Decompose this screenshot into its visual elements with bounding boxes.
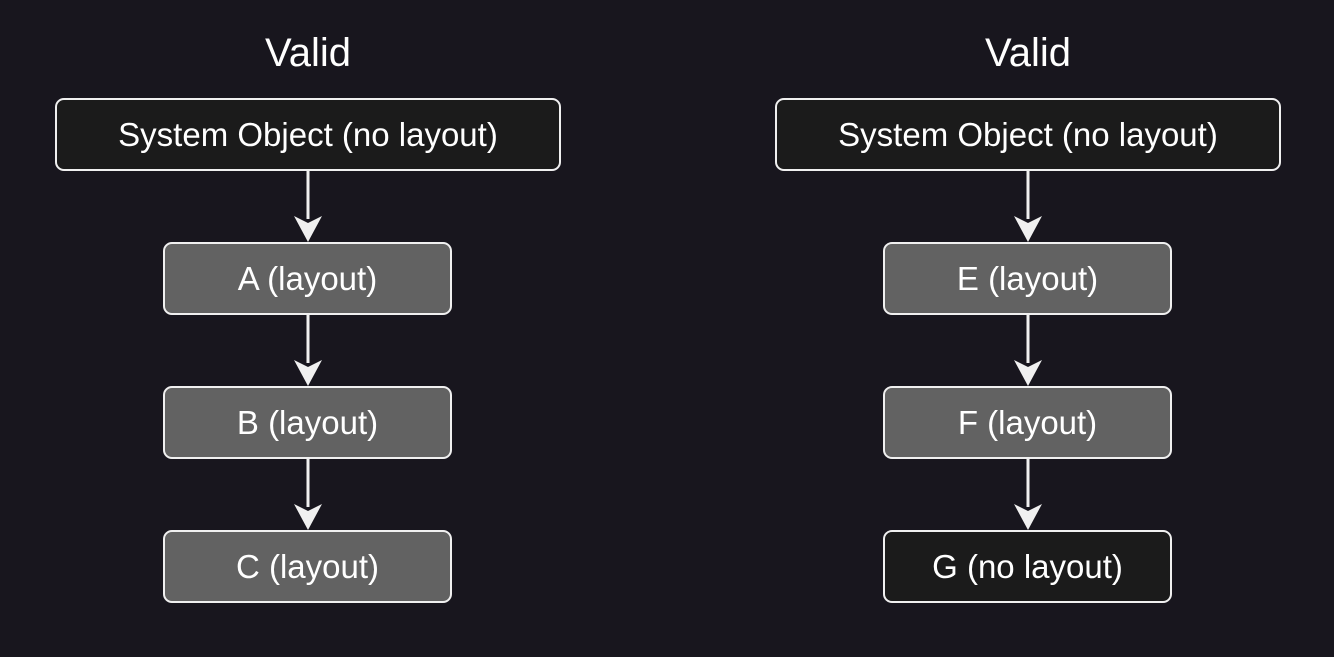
left-arrow-b-to-c <box>294 459 322 530</box>
left-node-system-object: System Object (no layout) <box>55 98 561 171</box>
left-node-a: A (layout) <box>163 242 452 315</box>
node-label: System Object (no layout) <box>118 115 498 153</box>
node-label: G (no layout) <box>932 547 1123 585</box>
node-label: System Object (no layout) <box>838 115 1218 153</box>
left-arrow-a-to-b <box>294 315 322 386</box>
right-arrow-e-to-f <box>1014 315 1042 386</box>
node-label: A (layout) <box>237 259 378 297</box>
node-label: F (layout) <box>957 403 1098 441</box>
node-label: E (layout) <box>956 259 1099 297</box>
right-node-e: E (layout) <box>883 242 1172 315</box>
right-arrow-f-to-g <box>1014 459 1042 530</box>
node-label: B (layout) <box>236 403 379 441</box>
left-node-b: B (layout) <box>163 386 452 459</box>
right-node-system-object: System Object (no layout) <box>775 98 1281 171</box>
right-column-title: Valid <box>985 31 1071 75</box>
right-node-f: F (layout) <box>883 386 1172 459</box>
node-label: C (layout) <box>235 547 380 585</box>
left-node-c: C (layout) <box>163 530 452 603</box>
right-arrow-system-to-e <box>1014 171 1042 242</box>
right-node-g: G (no layout) <box>883 530 1172 603</box>
left-arrow-system-to-a <box>294 171 322 242</box>
left-column-title: Valid <box>265 31 351 75</box>
